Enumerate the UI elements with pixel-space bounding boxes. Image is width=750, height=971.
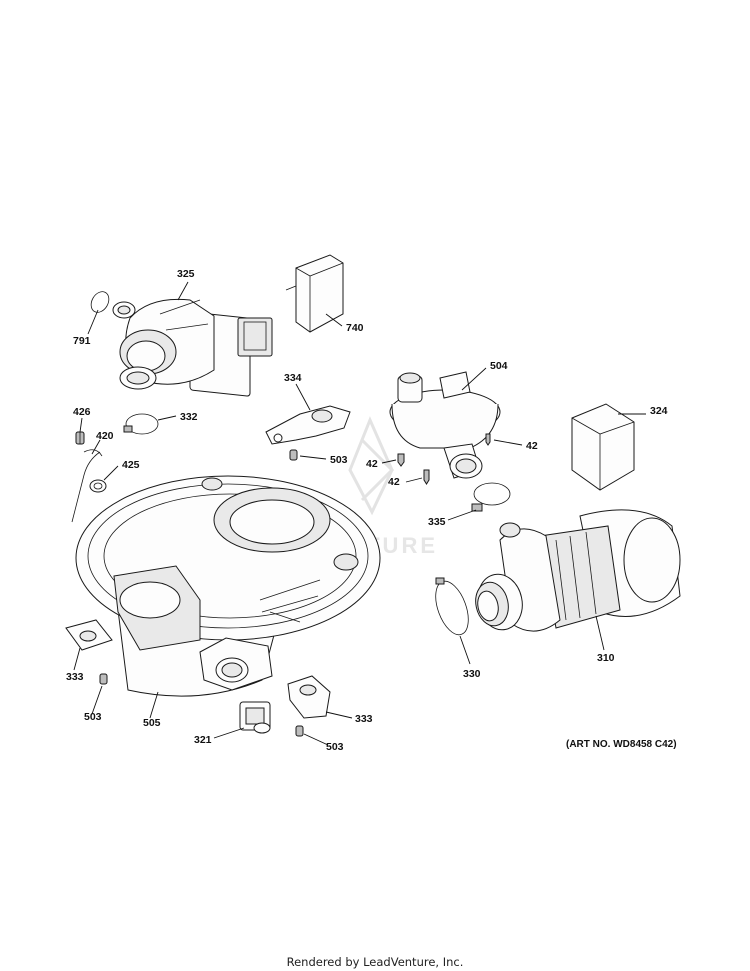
clamp-332[interactable] — [123, 413, 159, 435]
callout-325[interactable]: 325 — [177, 268, 195, 280]
callout-42-lower[interactable]: 42 — [388, 476, 400, 488]
callout-503-left[interactable]: 503 — [84, 711, 102, 723]
callout-42-left[interactable]: 42 — [366, 458, 378, 470]
callout-333-right[interactable]: 333 — [355, 713, 373, 725]
callout-42-right[interactable]: 42 — [526, 440, 538, 452]
callout-425[interactable]: 425 — [122, 459, 140, 471]
screw-42-a[interactable] — [485, 433, 491, 446]
callout-420[interactable]: 420 — [96, 430, 114, 442]
sump-base-505[interactable] — [75, 475, 381, 697]
o-ring-791[interactable] — [88, 288, 113, 315]
callout-324[interactable]: 324 — [650, 405, 668, 417]
pump-assembly-325[interactable] — [112, 298, 273, 397]
pump-motor-310[interactable] — [472, 509, 681, 634]
callout-505[interactable]: 505 — [143, 717, 161, 729]
clamp-335[interactable] — [471, 482, 511, 512]
callout-740[interactable]: 740 — [346, 322, 364, 334]
leader-lines — [73, 281, 646, 746]
bracket-333-b[interactable] — [287, 675, 331, 719]
callout-332[interactable]: 332 — [180, 411, 198, 423]
callout-335[interactable]: 335 — [428, 516, 446, 528]
callout-426[interactable]: 426 — [73, 406, 91, 418]
ring-425[interactable] — [89, 479, 107, 493]
callout-330[interactable]: 330 — [463, 668, 481, 680]
screw-503-b[interactable] — [99, 673, 108, 685]
callout-503-bottom[interactable]: 503 — [326, 741, 344, 753]
callout-504[interactable]: 504 — [490, 360, 508, 372]
heater-shield-324[interactable] — [571, 403, 635, 491]
cover-740[interactable] — [285, 254, 344, 333]
callout-503-top[interactable]: 503 — [330, 454, 348, 466]
callout-333-left[interactable]: 333 — [66, 671, 84, 683]
sensor-321[interactable] — [239, 701, 271, 734]
bracket-333-a[interactable] — [65, 619, 113, 651]
callout-791[interactable]: 791 — [73, 335, 91, 347]
callout-310[interactable]: 310 — [597, 652, 615, 664]
callout-321[interactable]: 321 — [194, 734, 212, 746]
callout-334[interactable]: 334 — [284, 372, 302, 384]
screw-503-a[interactable] — [289, 449, 298, 461]
callout-labels: 325 791 740 334 504 426 332 324 420 42 4… — [66, 268, 668, 753]
bracket-334[interactable] — [265, 405, 351, 445]
clamp-330[interactable] — [429, 577, 474, 639]
sump-chamber-504[interactable] — [389, 371, 501, 479]
screw-503-c[interactable] — [295, 725, 304, 737]
footer-credit: Rendered by LeadVenture, Inc. — [286, 955, 464, 969]
screw-426[interactable] — [75, 431, 85, 445]
art-number: (ART NO. WD8458 C42) — [566, 739, 677, 750]
screw-42-b[interactable] — [397, 453, 405, 467]
screw-42-c[interactable] — [423, 469, 430, 485]
